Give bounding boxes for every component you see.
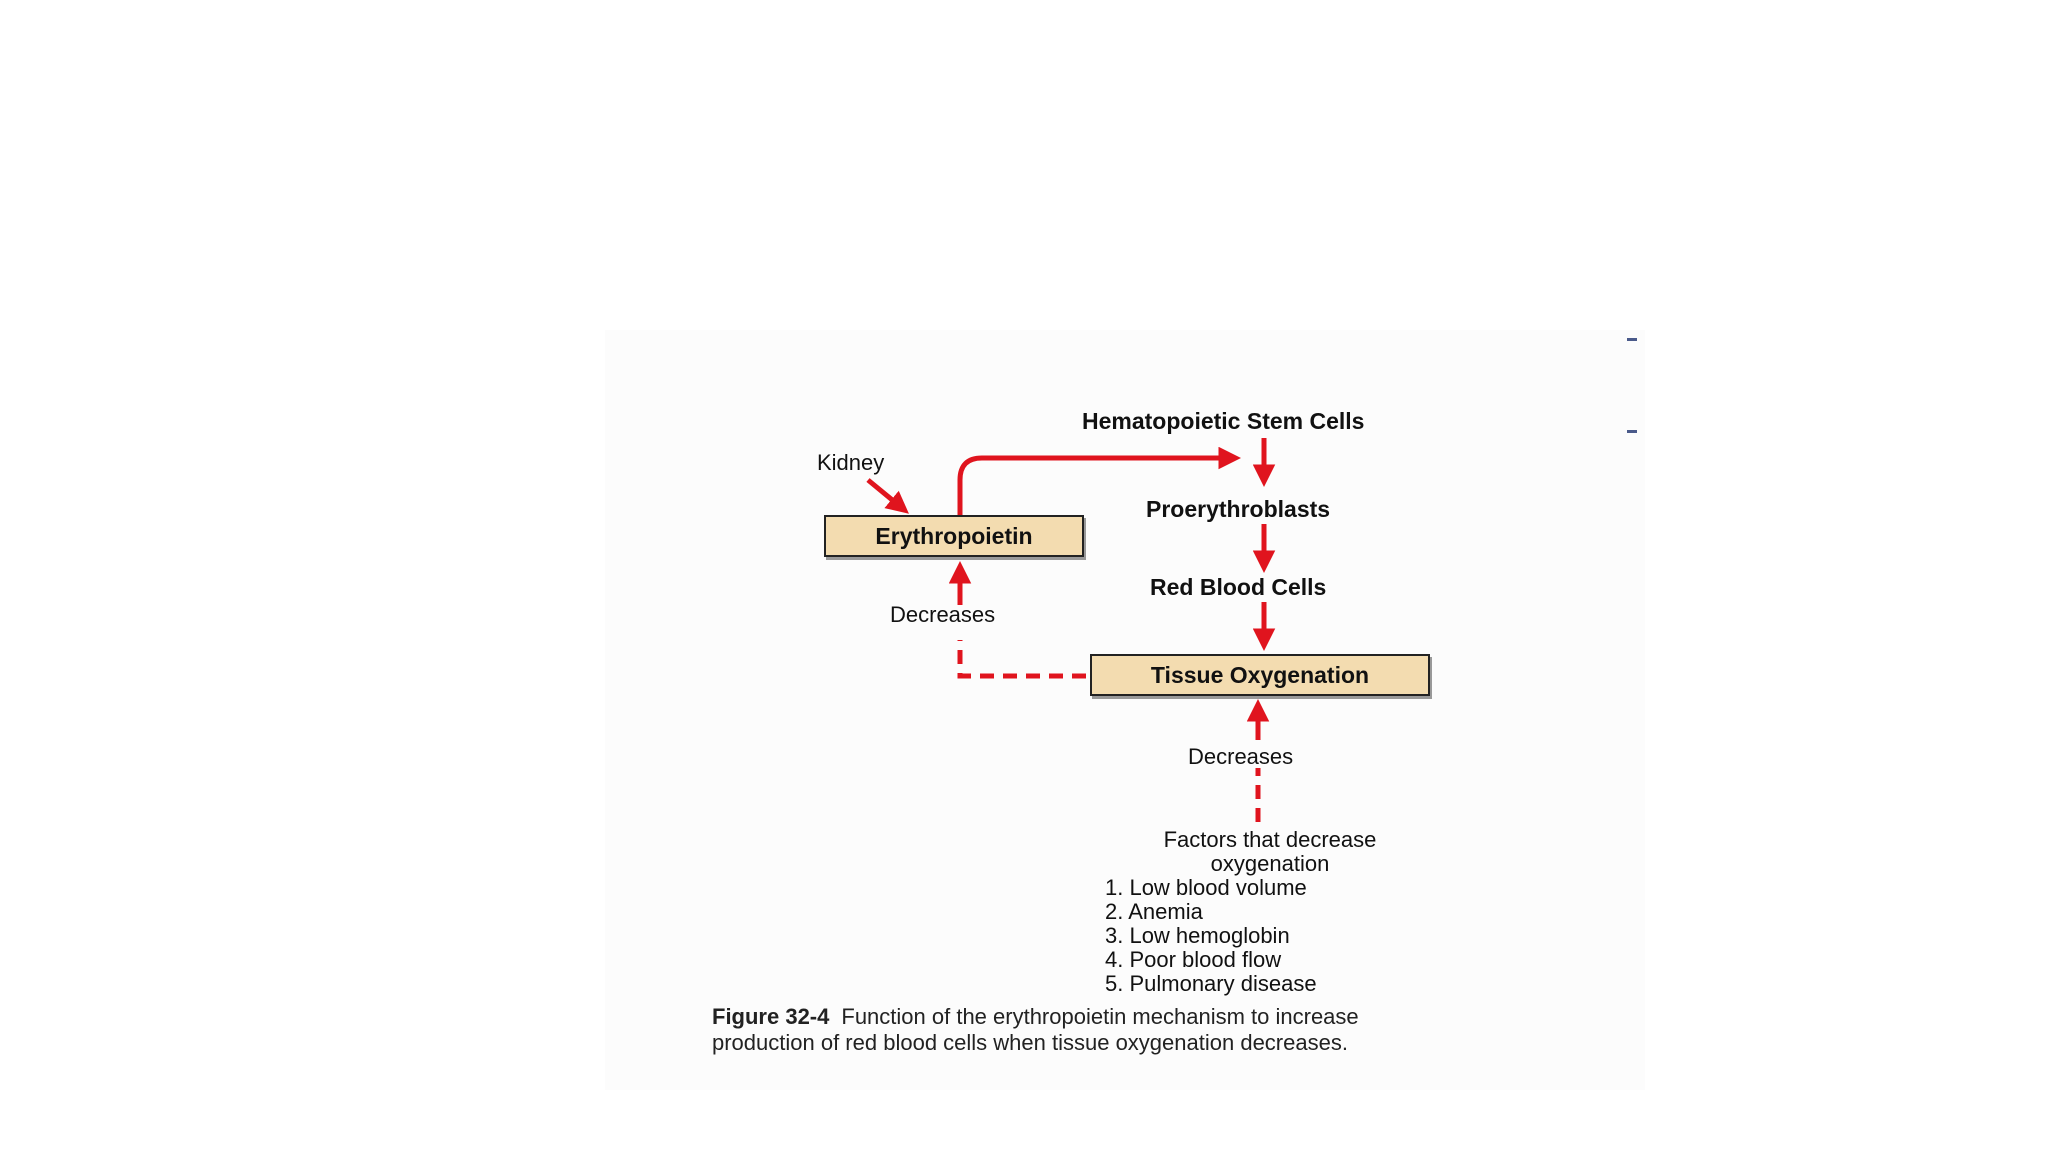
- caption-line-1: Function of the erythropoietin mechanism…: [841, 1004, 1359, 1029]
- margin-mark: [1627, 430, 1637, 433]
- arrow-tissue-to-epo-dashed: [957, 640, 1086, 679]
- node-erythropoietin-label: Erythropoietin: [875, 522, 1033, 549]
- arrow-epo-to-stem: [957, 446, 1241, 515]
- margin-mark: [1627, 338, 1637, 341]
- figure-caption: Figure 32-4 Function of the erythropoieti…: [712, 1004, 1572, 1056]
- caption-line-2: production of red blood cells when tissu…: [712, 1030, 1348, 1055]
- factor-item: 3. Low hemoglobin: [1105, 923, 1290, 948]
- factors-heading-2: oxygenation: [1210, 851, 1330, 876]
- factors-heading-1: Factors that decrease: [1163, 827, 1377, 852]
- node-tissue-oxygenation-label: Tissue Oxygenation: [1150, 661, 1370, 688]
- node-kidney: Kidney: [817, 450, 885, 475]
- node-erythropoietin-box: Erythropoietin: [824, 515, 1084, 557]
- edge-label-decreases-bottom: Decreases: [1188, 744, 1294, 769]
- factor-item: 2. Anemia: [1105, 899, 1203, 924]
- arrow-kidney-to-epo: [866, 478, 909, 514]
- factors-list-block: Factors that decrease oxygenation 1. Low…: [1105, 828, 1435, 996]
- factors-list: 1. Low blood volume 2. Anemia 3. Low hem…: [1105, 876, 1435, 996]
- node-stem-cells: Hematopoietic Stem Cells: [1082, 408, 1365, 434]
- edge-label-decreases-left: Decreases: [890, 602, 996, 627]
- node-proerythroblasts: Proerythroblasts: [1146, 496, 1331, 522]
- factor-item: 4. Poor blood flow: [1105, 947, 1282, 972]
- node-tissue-oxygenation-box: Tissue Oxygenation: [1090, 654, 1430, 696]
- node-rbc: Red Blood Cells: [1150, 574, 1327, 600]
- factor-item: 1. Low blood volume: [1105, 875, 1307, 900]
- factor-item: 5. Pulmonary disease: [1105, 971, 1317, 996]
- figure-number: Figure 32-4: [712, 1004, 830, 1029]
